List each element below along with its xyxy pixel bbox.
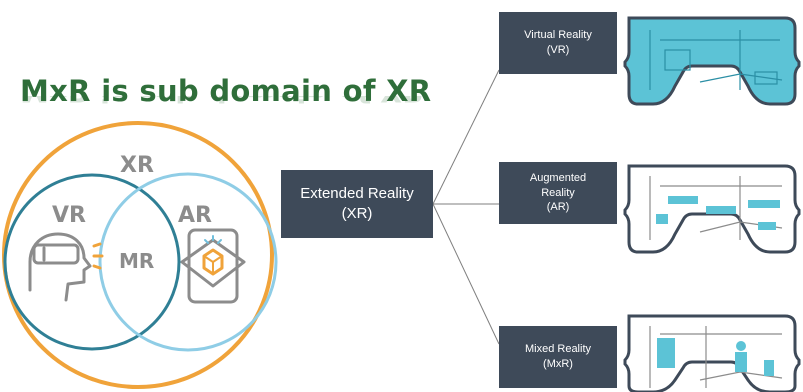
page-title: MxR is sub domain of XR bbox=[20, 74, 432, 108]
augmented-reality-abbrev: (AR) bbox=[546, 201, 570, 214]
ar-label: AR bbox=[178, 203, 212, 228]
connector-lines bbox=[432, 69, 500, 345]
augmented-reality-label-line1: Augmented bbox=[529, 171, 587, 184]
virtual-reality-box: Virtual Reality (VR) bbox=[499, 12, 617, 74]
vr-goggles-augmented-icon bbox=[623, 164, 801, 254]
mr-label: MR bbox=[119, 249, 154, 273]
virtual-reality-label: Virtual Reality bbox=[524, 29, 592, 42]
extended-reality-abbrev: (XR) bbox=[341, 205, 373, 222]
ar-overlay-markers bbox=[656, 196, 780, 230]
connector-mxr bbox=[432, 203, 500, 345]
ar-circle bbox=[98, 172, 278, 352]
vr-goggles-virtual-icon bbox=[623, 16, 801, 106]
vr-headset-user-icon bbox=[28, 232, 104, 302]
mixed-reality-abbrev: (MxR) bbox=[543, 358, 573, 370]
extended-reality-label: Extended Reality bbox=[300, 184, 414, 202]
virtual-reality-abbrev: (VR) bbox=[546, 44, 570, 56]
vr-label: VR bbox=[52, 203, 86, 228]
xr-label: XR bbox=[120, 153, 154, 178]
mixed-reality-label: Mixed Reality bbox=[524, 343, 592, 356]
vr-circle bbox=[3, 173, 181, 351]
vr-goggles-frame bbox=[623, 16, 801, 106]
mixed-reality-box: Mixed Reality (MxR) bbox=[499, 326, 617, 388]
augmented-reality-box: Augmented Reality (AR) bbox=[499, 162, 617, 224]
connector-vr bbox=[432, 69, 500, 205]
vr-scene-lines bbox=[649, 30, 783, 90]
ar-phone-cube-icon bbox=[180, 228, 246, 304]
mxr-goggles-frame bbox=[623, 314, 801, 392]
extended-reality-box: Extended Reality (XR) bbox=[281, 170, 433, 238]
mxr-virtual-objects bbox=[657, 338, 774, 376]
augmented-reality-label-line2: Reality bbox=[541, 186, 575, 199]
vr-goggles-mixed-icon bbox=[623, 314, 801, 392]
venn-diagram: XR VR AR MR bbox=[2, 121, 278, 389]
